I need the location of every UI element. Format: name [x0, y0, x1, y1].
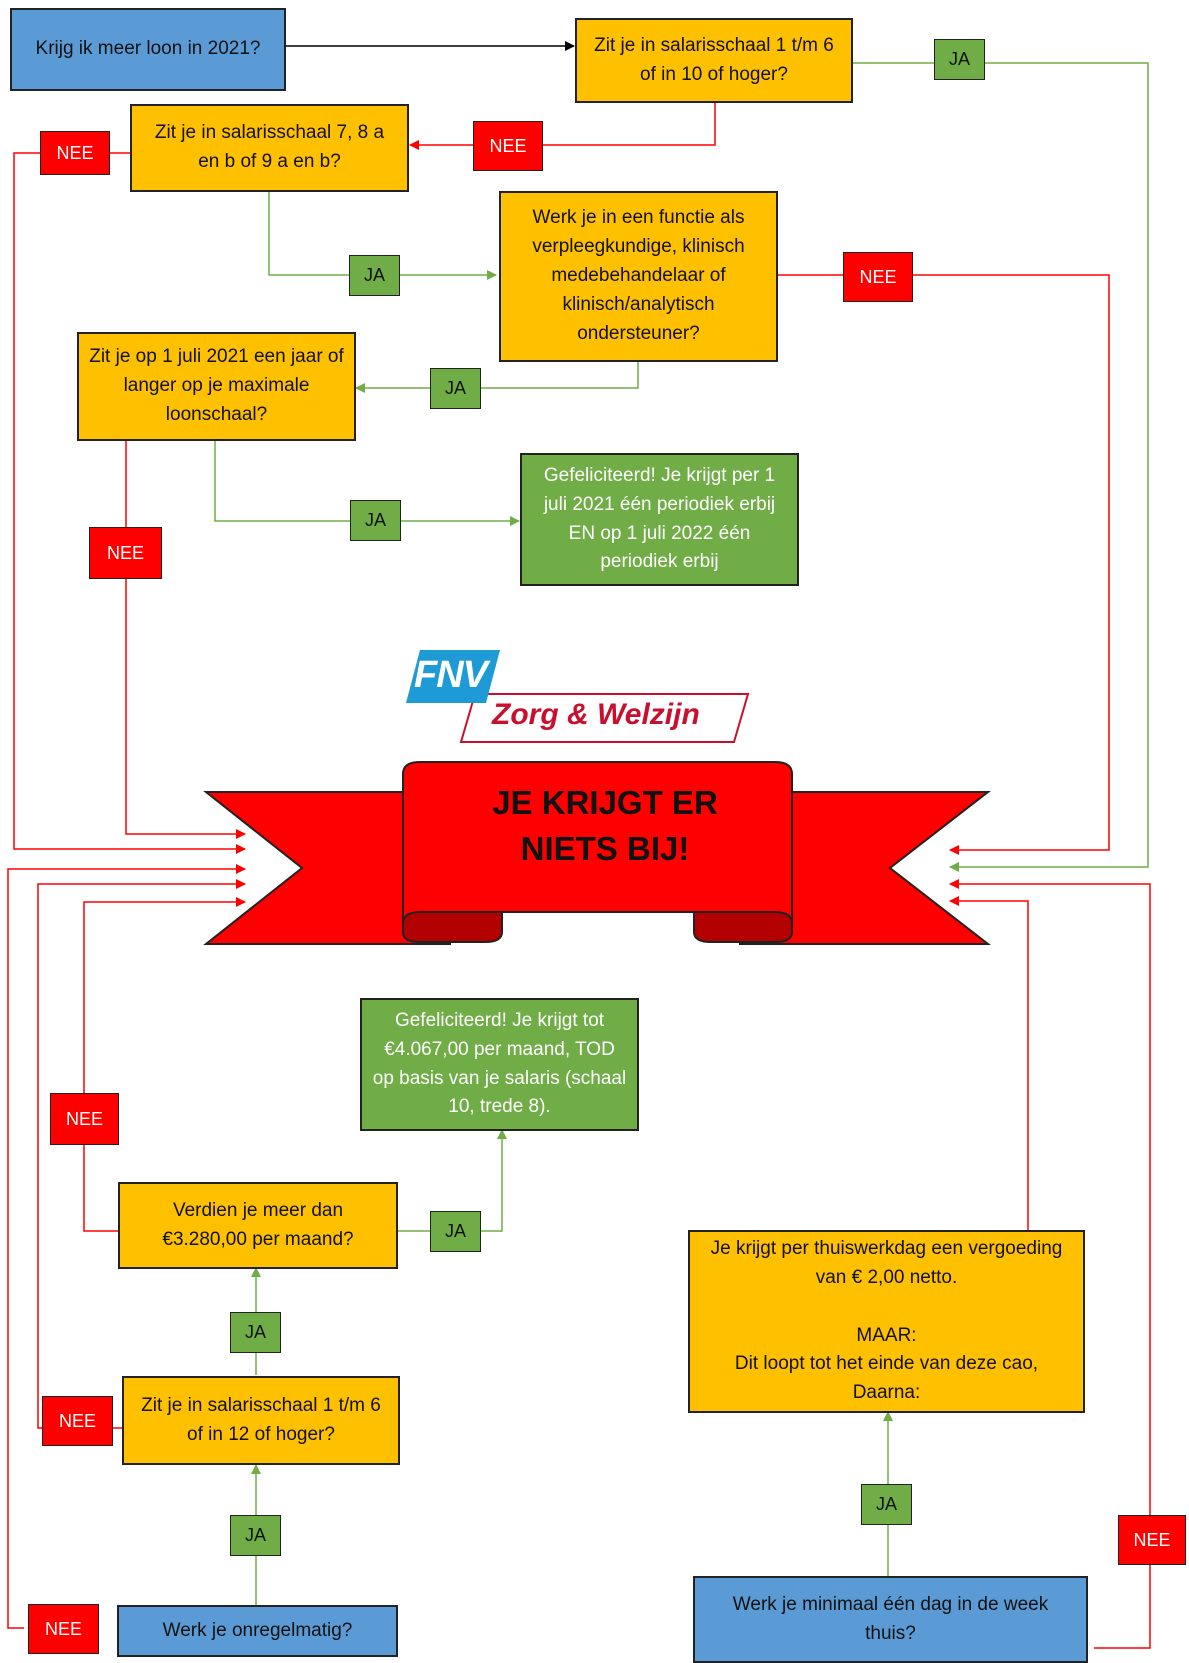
home-allowance-box: Je krijgt per thuiswerkdag een vergoedin… — [688, 1230, 1085, 1413]
start-question-text: Krijg ik meer loon in 2021? — [35, 38, 261, 60]
max-scale-box: Zit je op 1 juli 2021 een jaar of langer… — [77, 332, 356, 441]
ribbon-center — [402, 761, 793, 925]
home-question-text: Werk je minimaal één dag in de week thui… — [732, 1593, 1049, 1644]
scale-1-6-10-box: Zit je in salarisschaal 1 t/m 6 of in 10… — [575, 18, 853, 103]
ribbon-banner — [203, 761, 991, 945]
earn-more-text: Verdien je meer dan €3.280,00 per maand? — [162, 1199, 354, 1250]
irregular-question-text: Werk je onregelmatig? — [162, 1619, 353, 1641]
no-tag-scale-7-8-9: NEE — [40, 131, 110, 175]
line-earn-no — [83, 897, 246, 1232]
scale-1-6-12-box: Zit je in salarisschaal 1 t/m 6 of in 12… — [122, 1376, 400, 1465]
earn-more-box: Verdien je meer dan €3.280,00 per maand? — [118, 1182, 398, 1269]
logo-brand: FNV — [414, 654, 488, 696]
scale-7-8-9-box: Zit je in salarisschaal 7, 8 a en b of 9… — [130, 104, 409, 192]
tod-outcome-text: Gefeliciteerd! Je krijgt tot €4.067,00 p… — [372, 1009, 627, 1118]
logo-name: Zorg & Welzijn — [492, 698, 700, 731]
irregular-question-box: Werk je onregelmatig? — [117, 1605, 398, 1657]
function-question-box: Werk je in een functie als verpleegkundi… — [499, 191, 778, 362]
yes-tag-home: JA — [861, 1484, 912, 1525]
ribbon-right-fold — [693, 911, 793, 943]
line-function-yes — [355, 362, 639, 393]
no-tag-max-scale: NEE — [89, 527, 162, 579]
yes-tag-scale-1-6-12: JA — [230, 1312, 281, 1353]
line-irregular-no — [7, 864, 246, 1629]
yes-tag-earn-more: JA — [430, 1211, 481, 1252]
no-tag-irregular: NEE — [28, 1604, 99, 1654]
line-allowance-to-banner — [949, 896, 1029, 1230]
tod-outcome-box: Gefeliciteerd! Je krijgt tot €4.067,00 p… — [360, 998, 639, 1131]
line-scale-yes-right — [852, 62, 1149, 872]
home-allowance-text: Je krijgt per thuiswerkdag een vergoedin… — [710, 1237, 1063, 1404]
start-question-box: Krijg ik meer loon in 2021? — [10, 8, 286, 91]
no-tag-scale-1-6-12: NEE — [42, 1396, 113, 1446]
line-max-yes — [214, 441, 520, 526]
yes-tag-max-scale: JA — [350, 500, 401, 541]
banner-line-1: JE KRIJGT ER — [492, 784, 718, 821]
banner-title: JE KRIJGT ER NIETS BIJ! — [420, 780, 790, 872]
fnv-logo: FNV Zorg & Welzijn — [410, 648, 750, 740]
line-function-no — [778, 274, 1110, 855]
yes-tag-function: JA — [430, 368, 481, 409]
ribbon-left-fold — [402, 911, 503, 943]
line-scale79-no — [13, 152, 246, 854]
yes-tag-irregular: JA — [230, 1515, 281, 1556]
scale-1-6-10-text: Zit je in salarisschaal 1 t/m 6 of in 10… — [594, 34, 834, 85]
scale-1-6-12-text: Zit je in salarisschaal 1 t/m 6 of in 12… — [141, 1394, 381, 1445]
line-max-no — [125, 441, 246, 839]
line-scale-no — [409, 102, 716, 150]
fnv-logo-graphic — [406, 650, 750, 743]
no-tag-earn-more: NEE — [50, 1093, 119, 1145]
line-home-no — [949, 879, 1151, 1649]
home-question-box: Werk je minimaal één dag in de week thui… — [693, 1576, 1088, 1663]
yes-tag-scale-1-6-10: JA — [934, 39, 985, 80]
no-tag-function: NEE — [843, 252, 913, 302]
periodiek-outcome-box: Gefeliciteerd! Je krijgt per 1 juli 2021… — [520, 453, 799, 586]
no-tag-scale-1-6-10: NEE — [473, 121, 543, 171]
yes-tag-scale-7-8-9: JA — [349, 255, 400, 296]
line-scale79-yes — [268, 192, 497, 280]
line-scale12-no — [37, 879, 246, 1429]
scale-7-8-9-text: Zit je in salarisschaal 7, 8 a en b of 9… — [154, 122, 385, 172]
banner-line-2: NIETS BIJ! — [520, 830, 690, 868]
no-tag-home: NEE — [1118, 1515, 1186, 1565]
max-scale-text: Zit je op 1 juli 2021 een jaar of langer… — [89, 346, 344, 425]
periodiek-outcome-text: Gefeliciteerd! Je krijgt per 1 juli 2021… — [543, 464, 776, 573]
function-question-text: Werk je in een functie als verpleegkundi… — [532, 207, 745, 344]
